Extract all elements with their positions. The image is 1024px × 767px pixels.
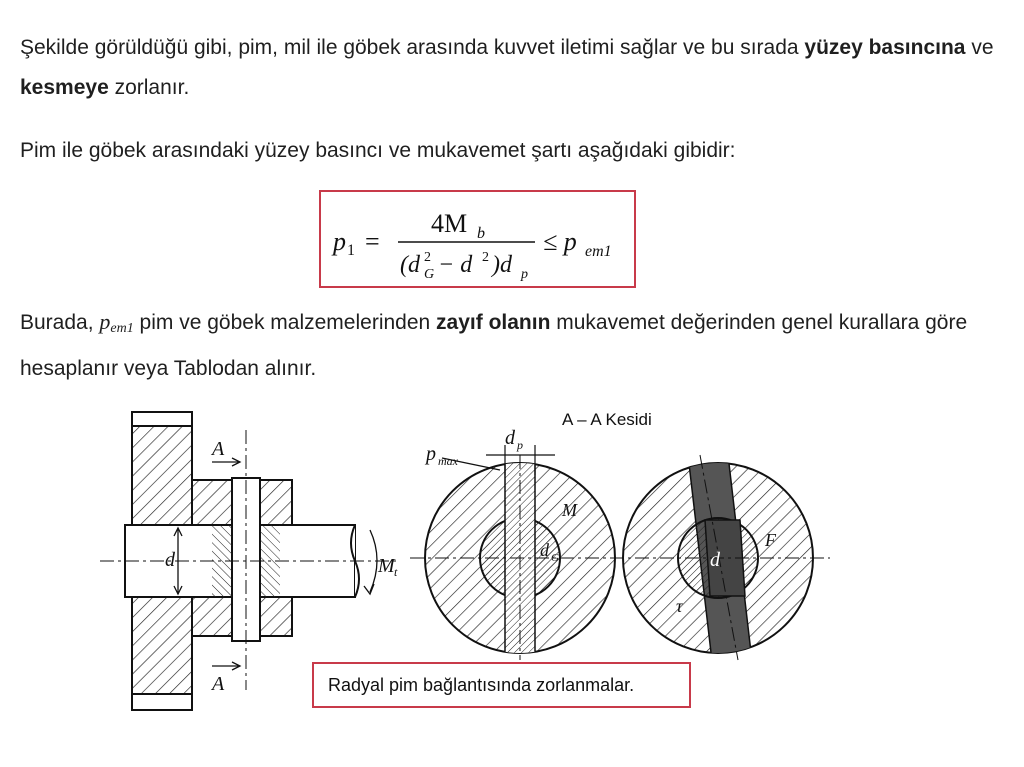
label-mt-sub: t: [394, 565, 398, 579]
formula-lhs-sub: 1: [347, 242, 355, 259]
formula-den-sup1: 2: [424, 250, 431, 265]
explanation-paragraph: Burada, pem1 pim ve göbek malzemelerinde…: [20, 309, 968, 380]
formula-intro-paragraph: Pim ile göbek arasındaki yüzey basıncı v…: [20, 139, 736, 162]
pin-connection-figure: A A d M t p max d p M d G A – A Kesidi: [100, 410, 830, 711]
label-d-shaft: d: [165, 549, 176, 571]
formula-numerator: 4M: [431, 209, 467, 238]
intro-paragraph: Şekilde görüldüğü gibi, pim, mil ile göb…: [20, 36, 994, 99]
formula-box: p 1 = 4M b (d 2 G − d 2 )d p ≤ p em1: [319, 190, 636, 288]
label-dg: d: [540, 540, 550, 560]
label-tau: τ: [676, 596, 683, 616]
bold-term-shear: kesmeye: [20, 76, 109, 99]
formula-lhs: p: [331, 227, 346, 256]
section-title: A – A Kesidi: [562, 410, 652, 429]
inline-math-pem1: pem1: [99, 309, 134, 336]
pressure-formula: p 1 = 4M b (d 2 G − d 2 )d p ≤ p em1: [331, 209, 612, 282]
figure-caption: Radyal pim bağlantısında zorlanmalar.: [312, 662, 691, 708]
label-dp: d: [505, 427, 516, 449]
formula-den-sub1: G: [424, 267, 434, 282]
label-a-bottom: A: [210, 673, 225, 695]
bold-term-weaker: zayıf olanın: [436, 311, 551, 334]
formula-den-minus: − d: [438, 252, 473, 278]
label-pmax-sub: max: [438, 454, 459, 468]
section-shear: [610, 454, 830, 661]
formula-den-close: )d: [490, 252, 513, 278]
bold-term-surface-pressure: yüzey basıncına: [804, 36, 966, 59]
label-dg-sub: G: [551, 552, 559, 564]
longitudinal-section: [100, 411, 400, 711]
formula-den-open: (d: [400, 252, 421, 278]
formula-den-sub2: p: [520, 267, 528, 282]
section-pressure: [410, 445, 630, 660]
label-d-pin: d: [710, 549, 721, 571]
formula-rhs: ≤ p: [543, 227, 577, 256]
label-a-top: A: [210, 438, 225, 460]
label-m-moment: M: [561, 500, 578, 520]
formula-den-sup2: 2: [482, 250, 489, 265]
label-dp-sub: p: [516, 438, 523, 452]
label-pmax: p: [424, 443, 436, 465]
label-mt: M: [377, 555, 396, 577]
formula-equals: =: [365, 227, 380, 256]
label-f: F: [764, 530, 777, 550]
formula-numerator-sub: b: [477, 225, 485, 242]
formula-rhs-sub: em1: [585, 243, 612, 260]
